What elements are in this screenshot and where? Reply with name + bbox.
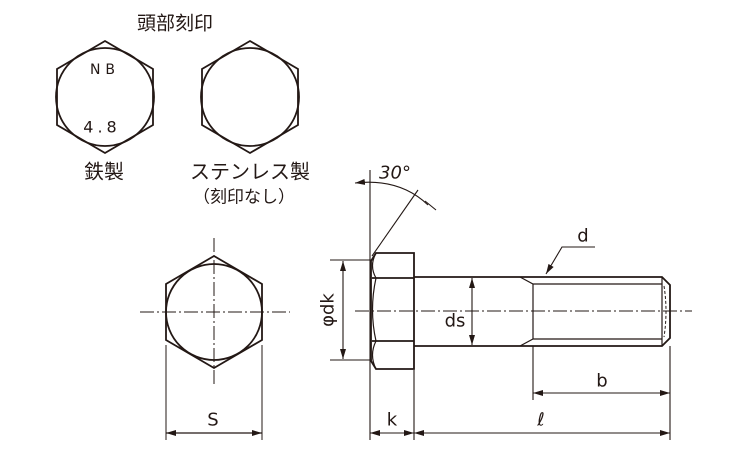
caption-steel: 鉄製 xyxy=(84,159,124,184)
ds-label: ds xyxy=(444,310,466,332)
marking-grade: 4.8 xyxy=(83,117,121,137)
bolt-side-view xyxy=(355,252,692,370)
marking-maker: NB xyxy=(89,62,121,78)
s-label: S xyxy=(207,409,219,431)
hex-front-view xyxy=(140,238,290,440)
dimension-lines xyxy=(330,170,671,440)
dk-label: φdk xyxy=(317,293,339,327)
d-label: d xyxy=(577,225,589,247)
k-label: k xyxy=(386,409,398,431)
hex-head-steel xyxy=(55,39,155,155)
hex-head-stainless xyxy=(200,39,300,155)
caption-no-marking: （刻印なし） xyxy=(193,187,295,208)
head-marking-title: 頭部刻印 xyxy=(136,12,214,35)
angle-label: 30° xyxy=(379,162,411,184)
caption-stainless: ステンレス製 xyxy=(190,159,310,184)
l-label: ℓ xyxy=(537,409,545,431)
b-label: b xyxy=(596,370,608,392)
